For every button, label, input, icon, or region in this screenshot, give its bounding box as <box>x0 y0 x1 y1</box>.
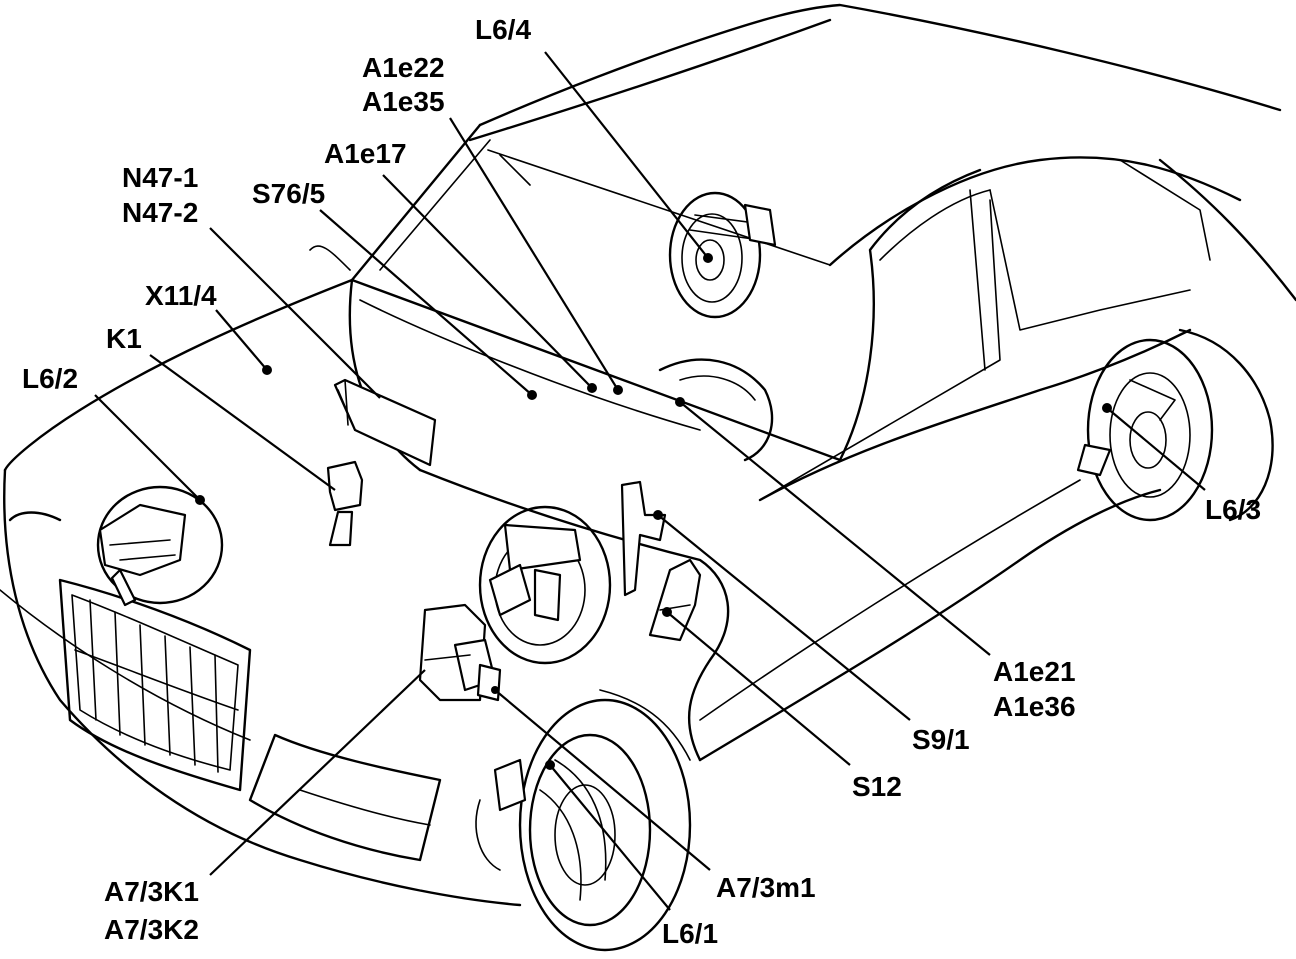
rear-left-wheel <box>668 191 777 319</box>
label-l6-2: L6/2 <box>22 363 79 394</box>
rear-right-wheel <box>1076 338 1214 522</box>
label-l6-3: L6/3 <box>1205 494 1262 525</box>
pedal-switch-s12 <box>648 558 702 642</box>
label-a1e36: A1e36 <box>993 691 1076 722</box>
relay-k1 <box>262 365 364 547</box>
label-a1e21: A1e21 <box>993 656 1076 687</box>
control-module-n47 <box>333 378 437 467</box>
dashboard-area <box>527 358 774 462</box>
label-l6-4: L6/4 <box>475 14 532 45</box>
label-n47-1: N47-1 <box>122 162 199 193</box>
label-k1: K1 <box>106 323 142 354</box>
label-n47-2: N47-2 <box>122 197 199 228</box>
label-a7-3m1: A7/3m1 <box>716 872 816 903</box>
label-a1e35: A1e35 <box>362 86 445 117</box>
label-a7-3k1: A7/3K1 <box>104 876 199 907</box>
label-a1e17: A1e17 <box>324 138 407 169</box>
label-l6-1: L6/1 <box>662 918 719 949</box>
front-left-headlamp <box>96 485 224 607</box>
front-right-wheel <box>475 698 692 952</box>
label-s12: S12 <box>852 771 902 802</box>
actuator-a7-3 <box>418 603 502 702</box>
brake-booster <box>478 480 667 665</box>
car-body <box>0 3 1296 907</box>
label-s76-5: S76/5 <box>252 178 326 209</box>
label-a1e22: A1e22 <box>362 52 445 83</box>
label-a7-3k2: A7/3K2 <box>104 914 199 945</box>
leader-lines <box>94 51 1206 911</box>
label-x11-4: X11/4 <box>145 280 217 311</box>
label-s9-1: S9/1 <box>912 724 970 755</box>
